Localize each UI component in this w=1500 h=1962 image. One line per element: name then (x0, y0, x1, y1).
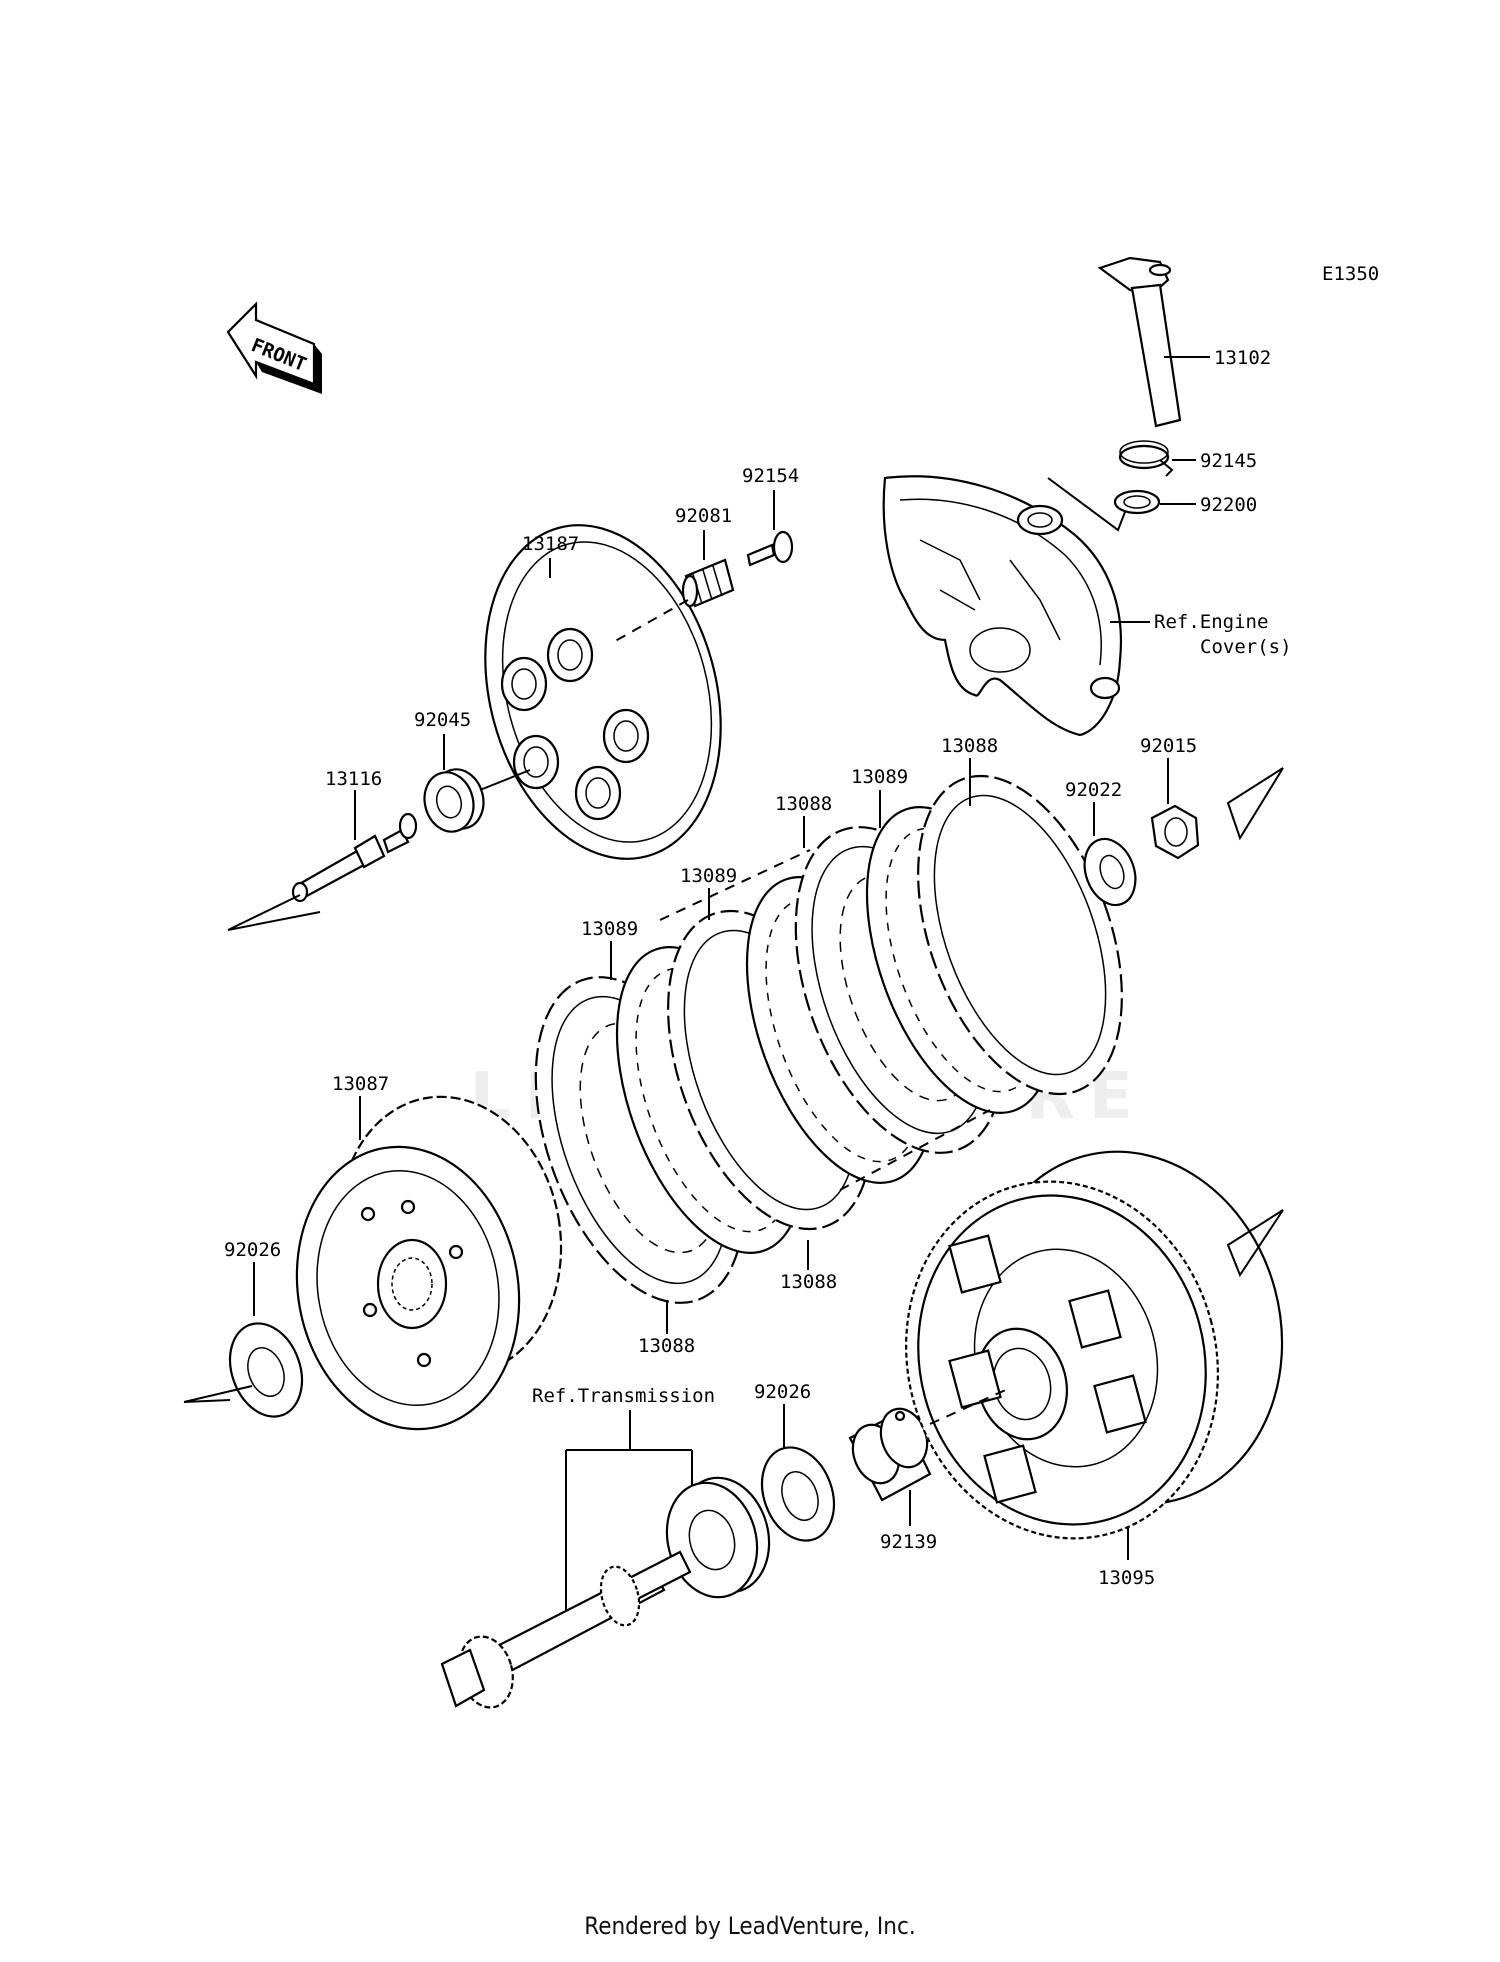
label-92026-mid[interactable]: 92026 (754, 1381, 811, 1403)
ref-transmission: Ref.Transmission (532, 1385, 715, 1407)
part-13116-pushrod[interactable] (291, 812, 418, 903)
label-92045[interactable]: 92045 (414, 709, 471, 731)
part-92022-washer[interactable] (1076, 832, 1144, 912)
ref-engine-cover-line1: Ref.Engine (1154, 611, 1268, 633)
label-92200[interactable]: 92200 (1200, 494, 1257, 516)
part-13095-clutch-housing[interactable] (867, 1117, 1321, 1573)
label-13088-low[interactable]: 13088 (780, 1271, 837, 1293)
clutch-plate-stack[interactable] (495, 748, 1161, 1331)
part-92026-washer-mid[interactable] (750, 1437, 847, 1550)
label-13089-left[interactable]: 13089 (581, 918, 638, 940)
part-92154-bolt[interactable] (746, 530, 794, 567)
part-13187-pressure-plate[interactable] (450, 499, 756, 886)
engine-cover-reference (882, 475, 1126, 737)
ref-engine-cover-line2: Cover(s) (1200, 636, 1292, 658)
label-92015[interactable]: 92015 (1140, 735, 1197, 757)
label-13187[interactable]: 13187 (522, 533, 579, 555)
part-13102-shaft[interactable] (1097, 256, 1182, 428)
label-13095[interactable]: 13095 (1098, 1567, 1155, 1589)
part-92200-washer[interactable] (1113, 489, 1161, 515)
label-13089-mid[interactable]: 13089 (680, 865, 737, 887)
part-13087-clutch-hub[interactable] (275, 1079, 583, 1447)
part-92145-spring[interactable] (1118, 440, 1174, 477)
label-92145[interactable]: 92145 (1200, 450, 1257, 472)
label-92154[interactable]: 92154 (742, 465, 799, 487)
part-92045-bearing[interactable] (418, 764, 490, 837)
label-92081[interactable]: 92081 (675, 505, 732, 527)
label-13102[interactable]: 13102 (1214, 347, 1271, 369)
label-92022[interactable]: 92022 (1065, 779, 1122, 801)
label-13087[interactable]: 13087 (332, 1073, 389, 1095)
label-13088-top[interactable]: 13088 (941, 735, 998, 757)
part-92026-washer-left[interactable] (218, 1313, 315, 1426)
diagram-code: E1350 (1322, 263, 1379, 285)
part-92139-collar[interactable] (845, 1402, 935, 1502)
front-arrow-icon: FRONT (226, 301, 322, 394)
footer-credit: Rendered by LeadVenture, Inc. (584, 1912, 916, 1940)
part-92015-nut[interactable] (1150, 804, 1200, 860)
label-13089-top[interactable]: 13089 (851, 766, 908, 788)
label-13088-mid[interactable]: 13088 (775, 793, 832, 815)
label-92026-left[interactable]: 92026 (224, 1239, 281, 1261)
transmission-shaft (440, 1550, 692, 1709)
label-92139[interactable]: 92139 (880, 1531, 937, 1553)
label-13088-bottom[interactable]: 13088 (638, 1335, 695, 1357)
label-13116[interactable]: 13116 (325, 768, 382, 790)
part-92081-spring[interactable] (681, 558, 735, 608)
